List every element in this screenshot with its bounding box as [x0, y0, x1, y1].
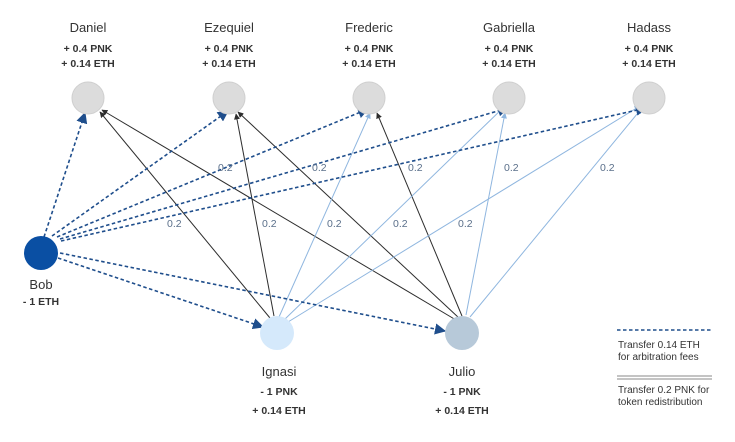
bob-eth-edges: [43, 104, 648, 335]
node-gabriella: [492, 81, 526, 115]
weight-label: 0.2: [393, 218, 408, 230]
juror-eth: + 0.14 ETH: [61, 58, 114, 70]
weight-label: 0.2: [504, 162, 519, 174]
node-ezequiel: [212, 81, 246, 115]
juror-name: Ezequiel: [204, 20, 254, 35]
juror-name: Gabriella: [483, 20, 536, 35]
weight-label: 0.2: [327, 218, 342, 230]
juror-eth: + 0.14 ETH: [482, 58, 535, 70]
bob-name: Bob: [29, 277, 52, 292]
juror-name: Hadass: [627, 20, 672, 35]
bob-eth: - 1 ETH: [23, 296, 59, 308]
edge-ignasi-gabriella: [283, 105, 506, 321]
weight-label: 0.2: [262, 218, 277, 230]
legend-eth-line2: for arbitration fees: [618, 352, 699, 363]
edge-julio-daniel: [101, 109, 457, 321]
weight-label: 0.2: [600, 162, 615, 174]
edge-ignasi-daniel: [99, 111, 271, 319]
edge-julio-frederic: [376, 112, 463, 317]
edge-bob-julio: [59, 252, 447, 335]
edge-julio-ezequiel: [237, 111, 460, 319]
edge-bob-ignasi: [57, 257, 265, 330]
edge-julio-hadass: [469, 107, 643, 318]
node-bob: [24, 236, 58, 270]
julio-name: Julio: [449, 364, 476, 379]
weight-label: 0.2: [218, 162, 233, 174]
node-daniel: [71, 81, 105, 115]
juror-labels: Daniel + 0.4 PNK + 0.14 ETH Ezequiel + 0…: [61, 20, 675, 70]
node-hadass: [632, 81, 666, 115]
edge-ignasi-hadass: [287, 105, 641, 323]
ignasi-eth: + 0.14 ETH: [252, 405, 305, 417]
edge-julio-gabriella: [465, 112, 507, 316]
edge-ignasi-ezequiel: [234, 113, 275, 317]
julio-light-edges: [465, 107, 643, 318]
edge-bob-hadass: [60, 104, 648, 242]
juror-name: Frederic: [345, 20, 393, 35]
juror-pnk: + 0.4 PNK: [485, 43, 534, 55]
juror-pnk: + 0.4 PNK: [625, 43, 674, 55]
edge-bob-ezequiel: [51, 110, 229, 237]
weight-label: 0.2: [408, 162, 423, 174]
edge-bob-daniel: [43, 111, 88, 238]
legend-eth-line1: Transfer 0.14 ETH: [618, 340, 700, 351]
node-frederic: [352, 81, 386, 115]
node-julio: [445, 316, 479, 350]
juror-eth: + 0.14 ETH: [622, 58, 675, 70]
weight-label: 0.2: [167, 218, 182, 230]
ignasi-name: Ignasi: [262, 364, 297, 379]
loser-labels: Ignasi - 1 PNK + 0.14 ETH Julio - 1 PNK …: [252, 364, 488, 417]
juror-pnk: + 0.4 PNK: [205, 43, 254, 55]
edge-bob-gabriella: [59, 105, 510, 240]
juror-nodes: [71, 81, 666, 115]
juror-pnk: + 0.4 PNK: [64, 43, 113, 55]
juror-name: Daniel: [70, 20, 107, 35]
legend: Transfer 0.14 ETH for arbitration fees T…: [617, 329, 712, 408]
node-ignasi: [260, 316, 294, 350]
juror-pnk: + 0.4 PNK: [345, 43, 394, 55]
ignasi-pnk: - 1 PNK: [260, 386, 298, 398]
edge-ignasi-frederic: [278, 112, 371, 318]
weight-label: 0.2: [458, 218, 473, 230]
ignasi-pnk-edges: [99, 111, 275, 319]
julio-eth: + 0.14 ETH: [435, 405, 488, 417]
julio-pnk: - 1 PNK: [443, 386, 481, 398]
juror-eth: + 0.14 ETH: [202, 58, 255, 70]
juror-eth: + 0.14 ETH: [342, 58, 395, 70]
legend-pnk-line2: token redistribution: [618, 397, 703, 408]
ignasi-light-edges: [278, 105, 641, 323]
julio-pnk-edges: [101, 109, 463, 321]
edge-weight-labels: 0.2 0.2 0.2 0.2 0.2 0.2 0.2 0.2 0.2 0.2: [167, 162, 615, 230]
edge-bob-frederic: [56, 107, 370, 238]
legend-pnk-line1: Transfer 0.2 PNK for: [618, 385, 710, 396]
weight-label: 0.2: [312, 162, 327, 174]
bob-labels: Bob - 1 ETH: [23, 277, 59, 308]
